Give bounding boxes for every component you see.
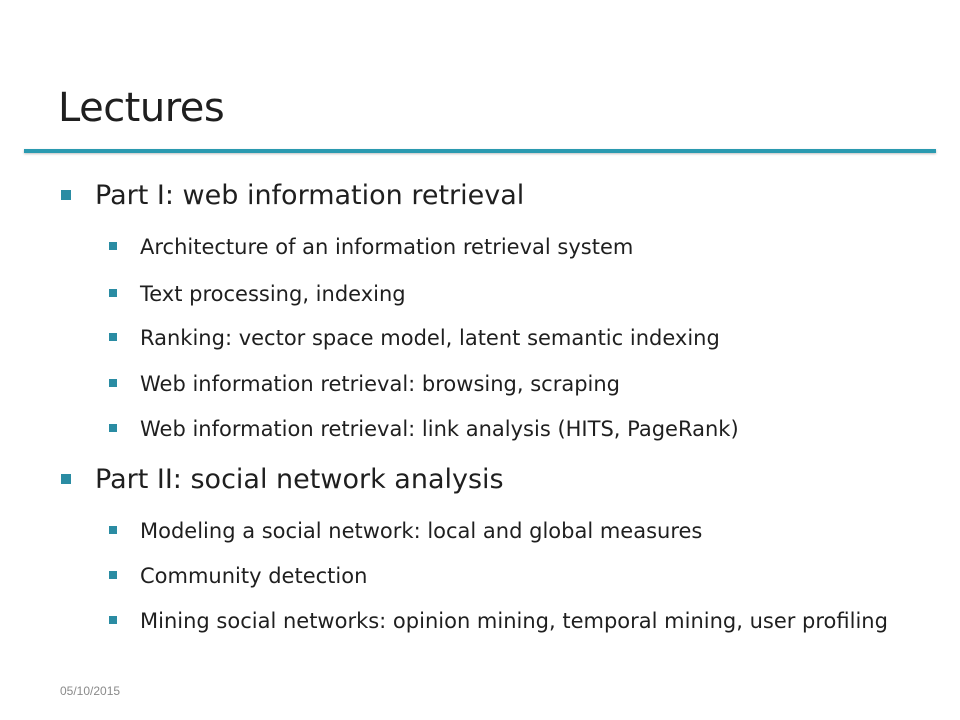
list-item-text: Web information retrieval: browsing, scr… — [140, 372, 621, 396]
list-item: Architecture of an information retrieval… — [109, 232, 634, 262]
list-item-text: Architecture of an information retrieval… — [140, 235, 634, 259]
footer-date: 05/10/2015 — [60, 684, 121, 698]
square-bullet-icon — [109, 526, 117, 534]
list-item-text: Community detection — [140, 564, 368, 588]
list-item: Web information retrieval: browsing, scr… — [109, 369, 621, 399]
section-heading-part-2: Part II: social network analysis — [61, 464, 504, 496]
square-bullet-icon — [109, 616, 117, 624]
list-item: Community detection — [109, 561, 368, 591]
list-item: Modeling a social network: local and glo… — [109, 516, 703, 546]
square-bullet-icon — [109, 379, 117, 387]
square-bullet-icon — [61, 190, 71, 200]
section-heading-text: Part II: social network analysis — [95, 464, 504, 495]
list-item-text: Modeling a social network: local and glo… — [140, 519, 703, 543]
square-bullet-icon — [61, 474, 71, 484]
list-item-text: Ranking: vector space model, latent sema… — [140, 326, 720, 350]
list-item: Ranking: vector space model, latent sema… — [109, 323, 720, 353]
list-item-text: Text processing, indexing — [140, 282, 406, 306]
list-item: Mining social networks: opinion mining, … — [109, 606, 920, 636]
list-item: Text processing, indexing — [109, 279, 406, 309]
square-bullet-icon — [109, 289, 117, 297]
title-divider — [24, 149, 936, 153]
square-bullet-icon — [109, 242, 117, 250]
list-item-text: Mining social networks: opinion mining, … — [140, 609, 888, 633]
section-heading-text: Part I: web information retrieval — [95, 180, 525, 211]
list-item-text: Web information retrieval: link analysis… — [140, 417, 739, 441]
slide-title: Lectures — [58, 85, 225, 131]
list-item: Web information retrieval: link analysis… — [109, 414, 739, 444]
section-heading-part-1: Part I: web information retrieval — [61, 180, 525, 212]
square-bullet-icon — [109, 333, 117, 341]
square-bullet-icon — [109, 424, 117, 432]
square-bullet-icon — [109, 571, 117, 579]
